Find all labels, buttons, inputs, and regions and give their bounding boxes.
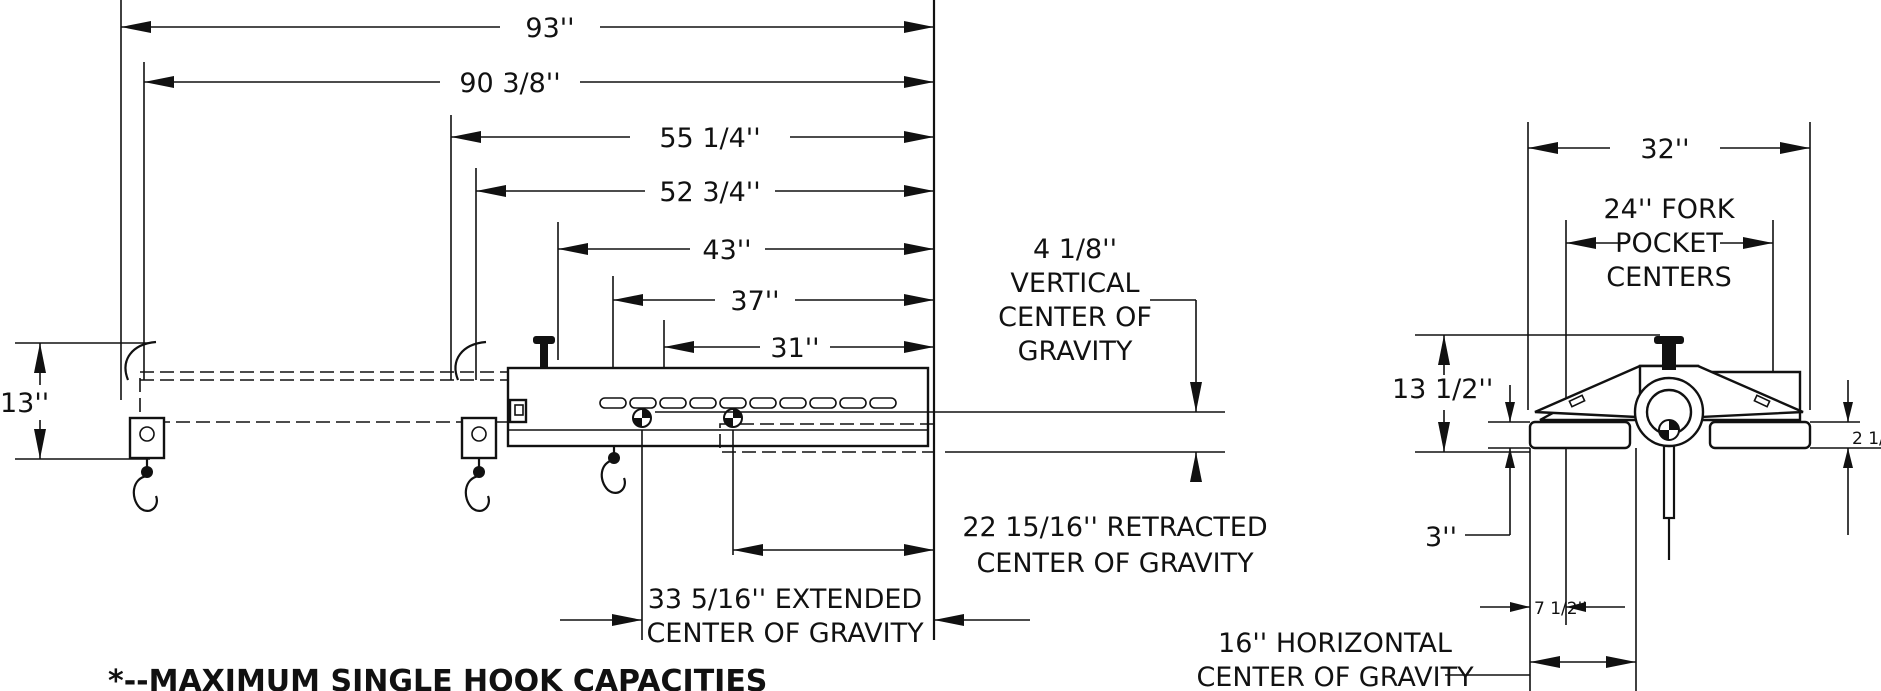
hook-bracket-55 xyxy=(460,416,498,460)
retracted-cog-line1: 22 15/16'' RETRACTED xyxy=(962,512,1267,543)
fork-pocket-left xyxy=(1528,420,1632,450)
capacity-note: *--MAXIMUM SINGLE HOOK CAPACITIES xyxy=(108,664,767,691)
fork-line3: CENTERS xyxy=(1606,262,1732,293)
dim-7-5: 7 1/2'' xyxy=(1534,599,1587,619)
hook-90 xyxy=(124,340,166,512)
tube-end-detail xyxy=(514,404,524,416)
dim-31: 31'' xyxy=(770,333,819,364)
dim-55: 55 1/4'' xyxy=(659,123,760,154)
dim-52: 52 3/4'' xyxy=(659,177,760,208)
dim-37: 37'' xyxy=(730,286,779,317)
vertical-cog-line1: 4 1/8'' xyxy=(1033,234,1117,265)
extended-cog-symbol xyxy=(632,408,652,428)
dim-2-5: 2 1/2'' xyxy=(1852,429,1881,449)
hcog-line2: CENTER OF GRAVITY xyxy=(1196,662,1474,691)
hook-bracket-90 xyxy=(128,416,166,460)
dim-13: 13'' xyxy=(0,388,49,419)
vertical-cog-line4: GRAVITY xyxy=(1018,336,1133,367)
dim-13-5: 13 1/2'' xyxy=(1392,374,1493,405)
end-pin xyxy=(1662,340,1676,370)
end-view-body xyxy=(1528,336,1812,560)
dim-3: 3'' xyxy=(1425,522,1457,553)
hcog-line1: 16'' HORIZONTAL xyxy=(1218,628,1452,659)
fork-line2: POCKET xyxy=(1615,228,1723,259)
t-handle-pin xyxy=(533,336,555,368)
retracted-tube-dashed xyxy=(719,423,935,453)
fork-line1: 24'' FORK xyxy=(1603,194,1735,225)
end-view-hook-chain xyxy=(1662,444,1676,520)
fork-pocket-right xyxy=(1708,420,1812,450)
chain xyxy=(599,397,897,409)
dim-43: 43'' xyxy=(702,235,751,266)
side-view: 93'' 90 3/8'' 55 1/4'' 52 3/4'' 43'' 37'… xyxy=(0,0,1268,649)
extended-cog-line1: 33 5/16'' EXTENDED xyxy=(648,584,922,615)
dim-32: 32'' xyxy=(1640,134,1689,165)
hook-43 xyxy=(600,446,626,494)
extended-cog-line2: CENTER OF GRAVITY xyxy=(646,618,924,649)
beam-assembly xyxy=(124,336,935,512)
dim-93: 93'' xyxy=(525,13,574,44)
dim-90: 90 3/8'' xyxy=(459,68,560,99)
inner-tube-dashed xyxy=(139,371,511,423)
end-view: 32'' 24'' FORK POCKET CENTERS xyxy=(1196,122,1881,691)
outer-tube xyxy=(506,366,930,448)
vertical-cog-line3: CENTER OF xyxy=(998,302,1152,333)
vertical-cog-line2: VERTICAL xyxy=(1010,268,1139,299)
end-view-cog-symbol xyxy=(1658,419,1680,441)
retracted-cog-line2: CENTER OF GRAVITY xyxy=(976,548,1254,579)
hook-55 xyxy=(454,340,498,512)
